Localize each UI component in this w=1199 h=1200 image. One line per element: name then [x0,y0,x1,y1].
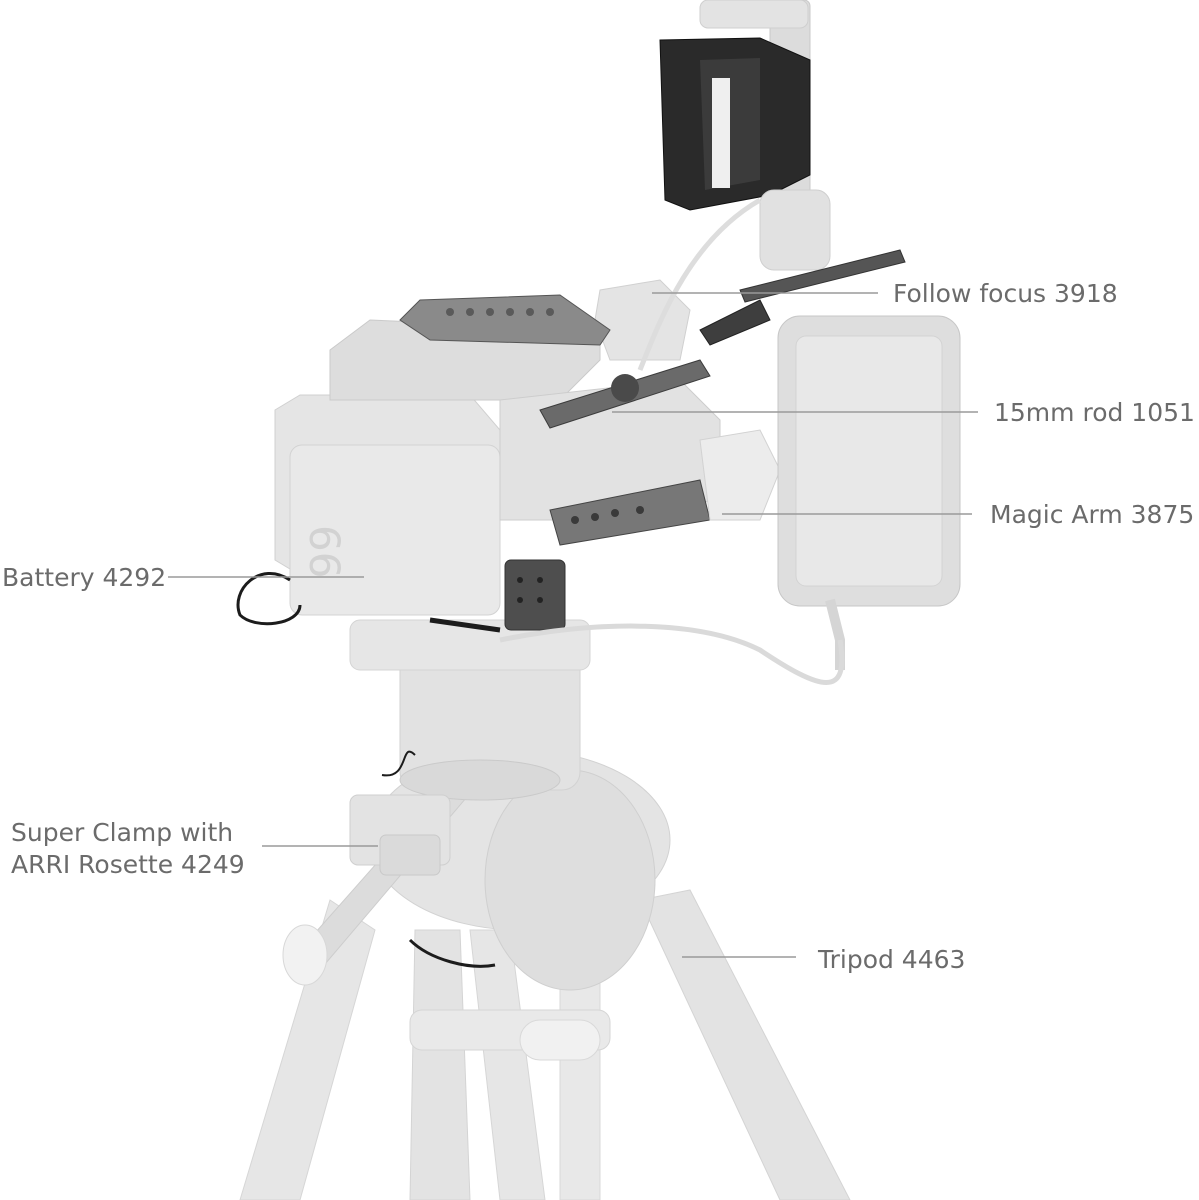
label-follow-focus: Follow focus 3918 [893,279,1118,308]
leader-lines [168,292,978,958]
camera-body-illustration: 66 [274,279,781,631]
label-super-clamp-line1: Super Clamp with [11,818,234,847]
label-tripod: Tripod 4463 [818,945,966,974]
label-rod: 15mm rod 1051 [994,398,1195,427]
cables-illustration [236,197,845,968]
monitor-illustration [777,315,961,670]
super-clamp-illustration [349,750,451,876]
label-magic-arm: Magic Arm 3875 [990,500,1195,529]
top-monitor-illustration [659,0,906,346]
svg-text:66: 66 [300,525,349,578]
tripod-illustration [239,619,851,1200]
label-super-clamp-line2: ARRI Rosette 4249 [11,850,245,879]
label-battery: Battery 4292 [2,563,167,592]
label-super-clamp: Super Clamp with ARRI Rosette 4249 [11,817,245,881]
